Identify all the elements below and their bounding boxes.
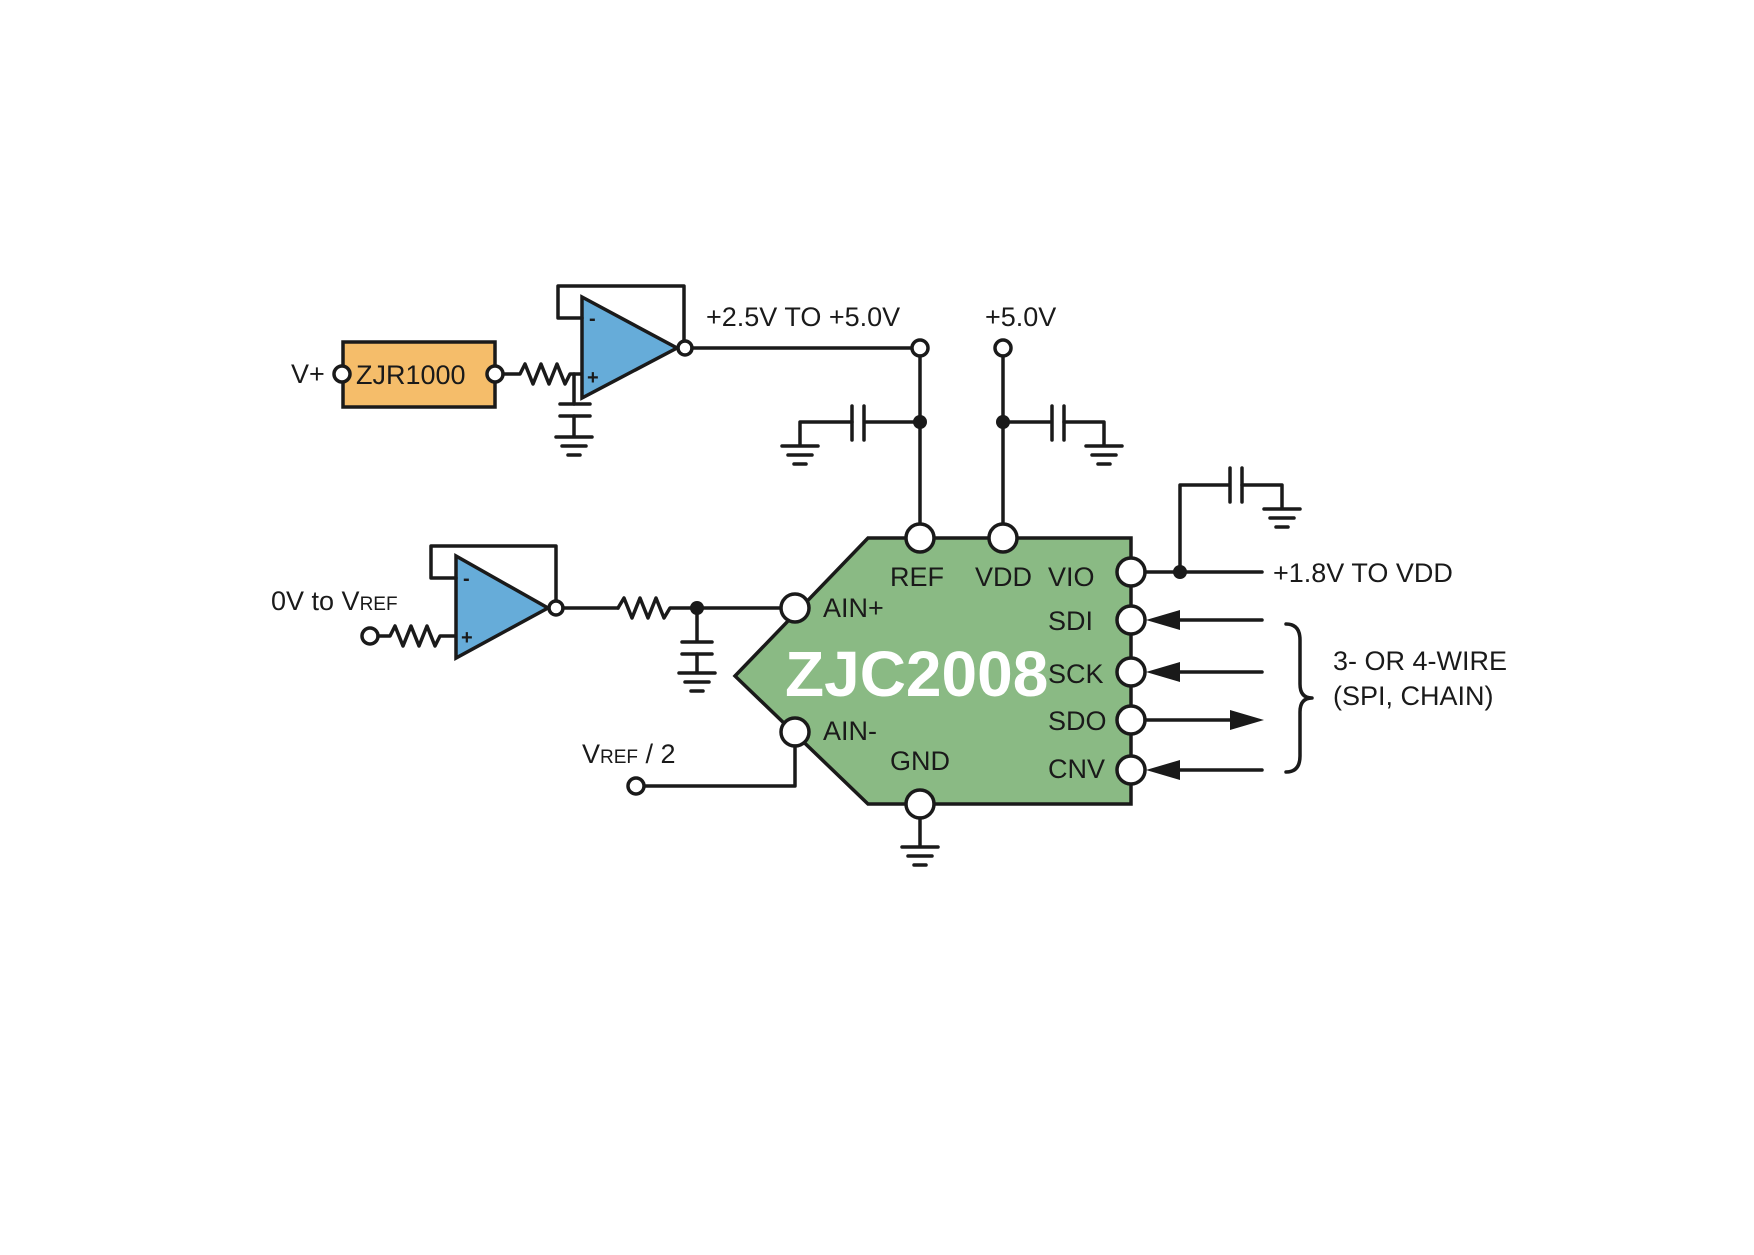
pin-label-vio: VIO (1048, 562, 1095, 592)
pin-label-cnv: CNV (1048, 754, 1105, 784)
ground-icon (554, 435, 594, 457)
input-resistor (376, 624, 458, 648)
pin-ain-neg (779, 716, 811, 748)
ain-filter-resistor (616, 596, 782, 620)
ground-icon (900, 845, 940, 867)
reference-resistor (501, 362, 584, 386)
pin-label-gnd: GND (890, 746, 950, 776)
pin-label-sdo: SDO (1048, 706, 1107, 736)
adc-name: ZJC2008 (785, 638, 1048, 710)
ref-supply-label: +2.5V TO +5.0V (706, 302, 900, 332)
input-driver-opamp (454, 553, 552, 661)
opamp-minus-sign: - (589, 308, 596, 330)
ground-icon (1262, 507, 1302, 529)
ain-neg-label: VREF / 2 (582, 739, 676, 769)
pin-sck (1115, 656, 1147, 688)
opamp-plus-sign: + (461, 627, 473, 649)
pin-label-ref: REF (890, 562, 944, 592)
reference-input-label: V+ (291, 359, 325, 389)
pin-label-sck: SCK (1048, 659, 1104, 689)
pin-vio (1115, 556, 1147, 588)
vdd-rail-terminal (993, 338, 1013, 358)
reference-output-terminal (485, 364, 505, 384)
cnv-input-arrow (1146, 760, 1264, 780)
pin-label-ain-pos: AIN+ (823, 593, 884, 623)
interface-label-line1: 3- OR 4-WIRE (1333, 646, 1507, 676)
interface-brace (1284, 622, 1314, 774)
reference-name: ZJR1000 (356, 360, 466, 390)
pin-ain-pos (779, 592, 811, 624)
opamp-minus-sign: - (463, 568, 470, 590)
opamp-plus-sign: + (587, 367, 599, 389)
ain-pos-range-label: 0V to VREF (271, 586, 398, 616)
reference-buffer-opamp (580, 294, 681, 401)
pin-sdi (1115, 604, 1147, 636)
sdo-output-arrow (1143, 710, 1264, 730)
pin-cnv (1115, 754, 1147, 786)
reference-input-terminal (332, 364, 352, 384)
pin-sdo (1115, 704, 1147, 736)
reference-buffer-output (676, 339, 694, 357)
vdd-supply-label: +5.0V (985, 302, 1056, 332)
sck-input-arrow (1146, 662, 1264, 682)
pin-label-vdd: VDD (975, 562, 1032, 592)
ground-icon (677, 671, 717, 693)
ain-pos-input-terminal (360, 626, 380, 646)
adc-body (732, 536, 1133, 806)
pin-vdd (987, 522, 1019, 554)
ref-rail-terminal (910, 338, 930, 358)
pin-label-ain-neg: AIN- (823, 716, 877, 746)
pin-label-sdi: SDI (1048, 606, 1093, 636)
pin-gnd (904, 788, 936, 820)
interface-label-line2: (SPI, CHAIN) (1333, 681, 1494, 711)
pin-ref (904, 522, 936, 554)
ain-neg-input-terminal (626, 776, 646, 796)
input-driver-output (547, 599, 565, 617)
sdi-input-arrow (1146, 610, 1264, 630)
ground-icon (1084, 444, 1124, 466)
ground-icon (780, 444, 820, 466)
vio-supply-label: +1.8V TO VDD (1273, 558, 1453, 588)
